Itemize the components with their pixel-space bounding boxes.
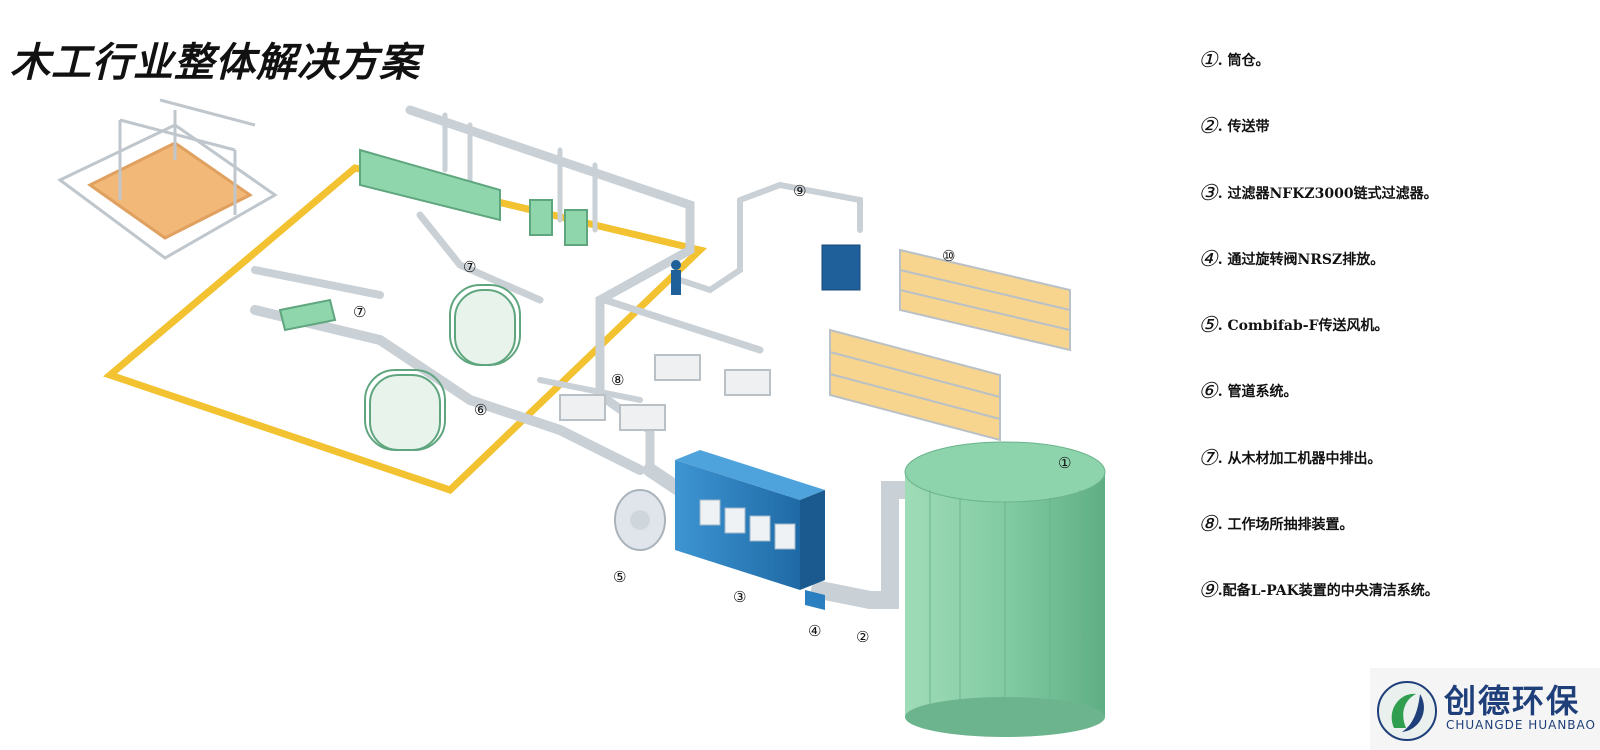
central-cleaning-unit bbox=[821, 244, 861, 291]
callout-1: ① bbox=[1058, 454, 1071, 472]
logo-mark bbox=[1377, 681, 1437, 741]
chain-filter-unit bbox=[675, 450, 825, 610]
page-title: 木工行业整体解决方案 bbox=[10, 39, 420, 86]
callout-8: ⑧ bbox=[611, 371, 624, 389]
legend-item-5: ⑤. Combifab-F传送风机。 bbox=[1198, 313, 1389, 339]
callout-3: ③ bbox=[733, 588, 746, 606]
legend-item-3: ③. 过滤器NFKZ3000链式过滤器。 bbox=[1198, 180, 1438, 206]
callout-4: ④ bbox=[808, 622, 821, 640]
legend-item-1: ①. 筒仓。 bbox=[1198, 48, 1270, 73]
legend-item-8: ⑧. 工作场所抽排装置。 bbox=[1198, 512, 1354, 538]
callout-2: ② bbox=[856, 628, 869, 646]
legend-item-6: ⑥. 管道系统。 bbox=[1198, 379, 1298, 405]
legend-item-2: ②. 传送带 bbox=[1198, 114, 1270, 140]
callout-10: ⑩ bbox=[942, 247, 955, 265]
logo-name-en: CHUANGDE HUANBAO bbox=[1446, 718, 1596, 732]
legend-item-7: ⑦. 从木材加工机器中排出。 bbox=[1198, 445, 1382, 471]
conveying-fan bbox=[614, 489, 666, 551]
callout-9: ⑨ bbox=[793, 182, 806, 200]
callout-7b: ⑦ bbox=[353, 303, 366, 321]
worker-figure bbox=[671, 260, 681, 295]
callout-5: ⑤ bbox=[613, 568, 626, 586]
wood-processing-machines bbox=[278, 148, 588, 451]
storage-shelves bbox=[829, 248, 1071, 442]
workbenches bbox=[559, 354, 771, 431]
legend-item-9: ⑨.配备L-PAK装置的中央清洁系统。 bbox=[1198, 578, 1439, 604]
legend-item-4: ④. 通过旋转阀NRSZ排放。 bbox=[1198, 246, 1385, 272]
callout-6: ⑥ bbox=[474, 401, 487, 419]
silo bbox=[904, 441, 1106, 737]
panel-storage-rack bbox=[57, 98, 278, 260]
logo-name-cn: 创德环保 bbox=[1444, 682, 1581, 720]
callout-7a: ⑦ bbox=[463, 258, 476, 276]
legend-list: ①. 筒仓。 ②. 传送带 ③. 过滤器NFKZ3000链式过滤器。 ④. 通过… bbox=[1198, 46, 1528, 643]
